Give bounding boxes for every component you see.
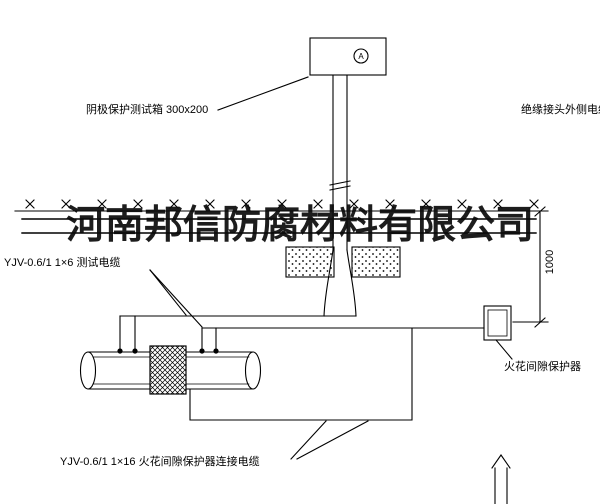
label-spark-gap-protector: 火花间隙保护器 [504,361,581,373]
conduit-riser-icon [329,74,351,251]
cable-weld-dots-icon [117,348,219,354]
watermark: 河南邦信防腐材料有限公司 [65,204,535,247]
insulating-joint-icon [149,345,187,395]
label-connection-cable: YJV-0.6/1 1×16 火花间隙保护器连接电缆 [60,456,260,468]
leader-lines [149,76,513,460]
label-test-box: 阴极保护测试箱 300x200 [86,104,209,116]
test-cable-lines [119,249,485,352]
test-box-symbol: A [358,52,364,61]
concrete-blocks [285,246,401,278]
dimension-text: 1000 [544,249,556,275]
watermark-strike-lines [21,218,537,234]
label-insulated-joint-cable: 绝缘接头外侧电缆 [521,104,600,116]
spark-gap-protector-box [483,305,512,341]
spark-gap-connection-cable-line [189,327,413,421]
dimension-line [512,206,549,328]
pipe-riser-symbol-icon [491,454,511,504]
label-test-cable: YJV-0.6/1 1×6 测试电缆 [4,257,121,269]
test-box [309,37,387,76]
